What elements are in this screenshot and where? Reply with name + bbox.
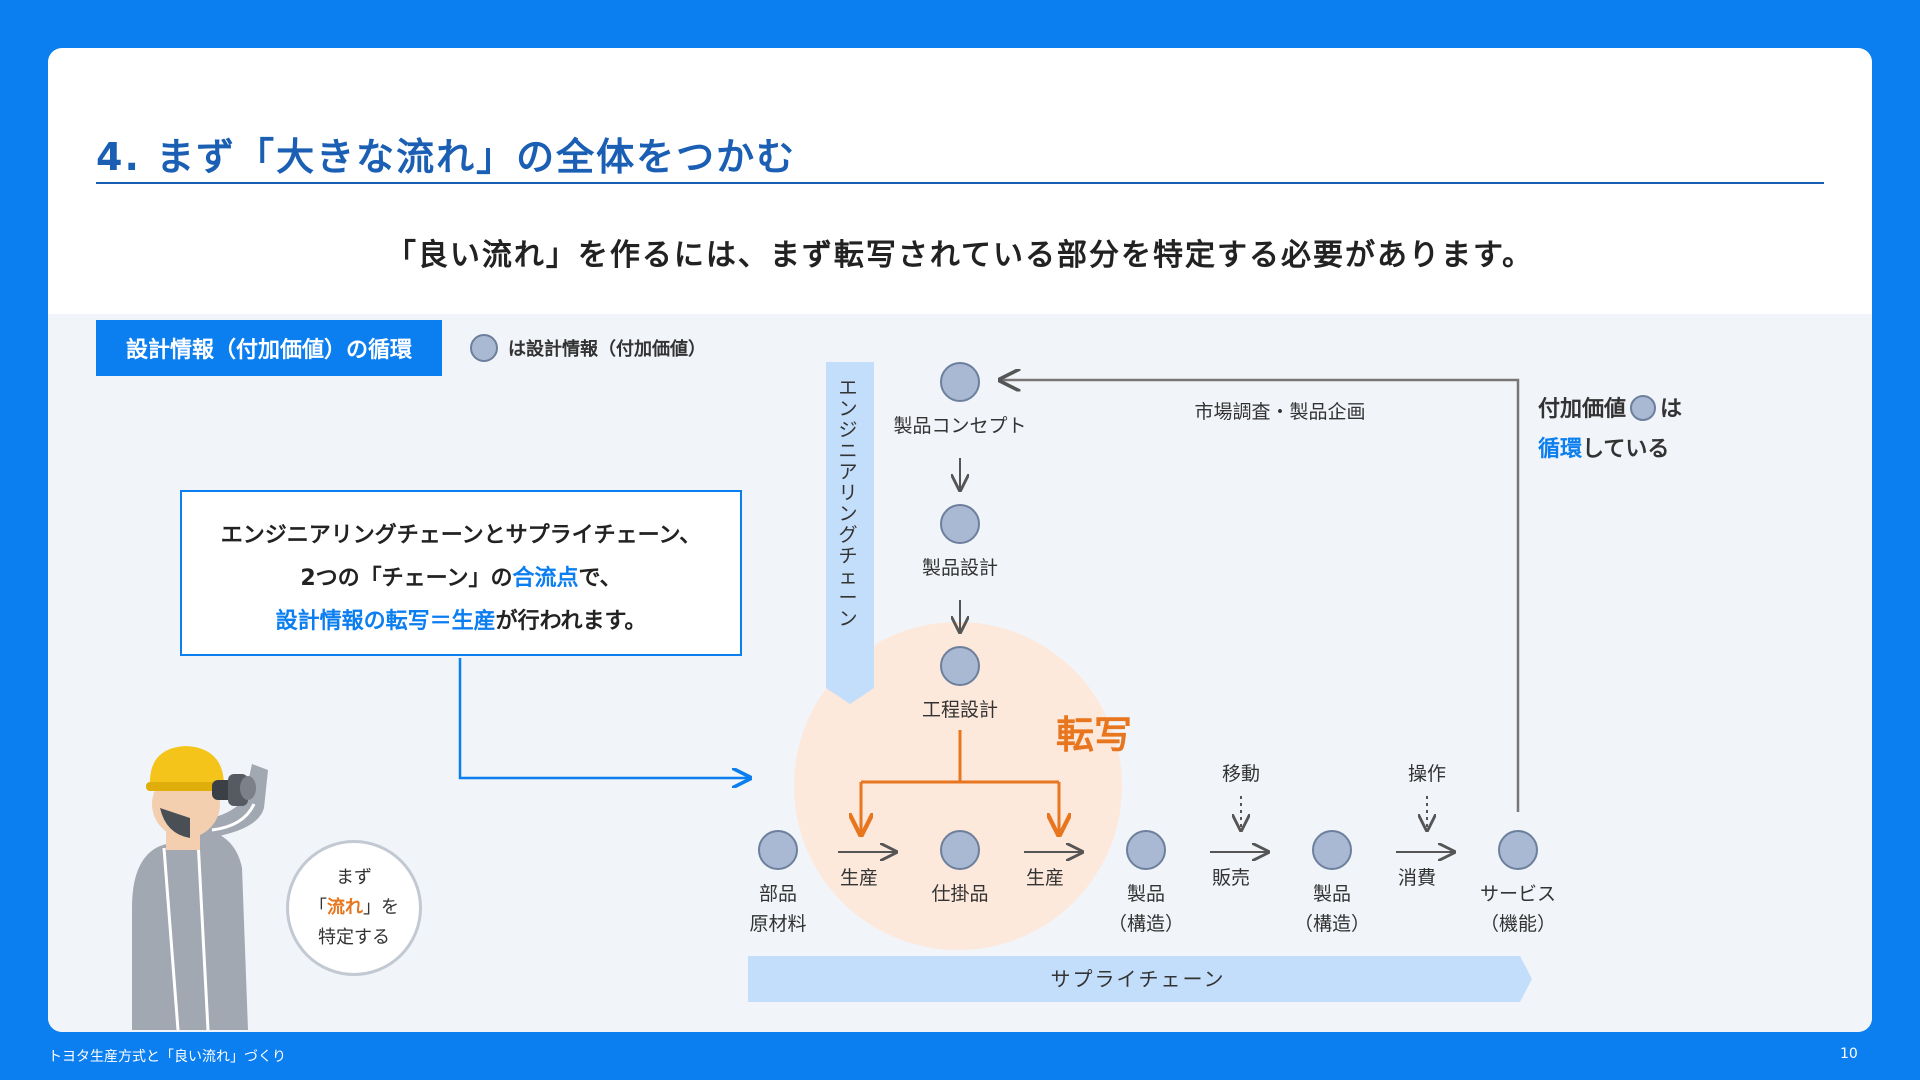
callout-line-1: エンジニアリングチェーンとサプライチェーン、 [220, 523, 702, 548]
side-note-line-2: 循環している [1538, 430, 1682, 470]
label-product-2b: （構造） [1294, 913, 1370, 935]
engineering-chain-char: ン [838, 398, 861, 420]
engineering-chain-char: ア [838, 461, 861, 483]
side-note-text: 付加価値 [1538, 397, 1627, 422]
label-consumption: 消費 [1398, 867, 1436, 889]
engineering-chain-char: エ [838, 377, 861, 399]
speech-highlight: 流れ [327, 897, 363, 918]
callout-highlight: 設計情報の転写＝生産 [275, 609, 496, 634]
callout-text: が行われます。 [495, 609, 647, 634]
speech-text: 「 [309, 897, 327, 918]
engineering-chain-char: ェ [838, 566, 861, 588]
legend: は設計情報（付加価値） [470, 334, 706, 362]
callout-text: 2つの「チェーン」の [300, 566, 513, 591]
side-note: 付加価値 は 循環している [1538, 390, 1682, 470]
flow-diagram: エンジニアリングチェーン サプライチェーン 製品コンセプト 製品設計 工程設計 … [132, 362, 1556, 1031]
label-wip: 仕掛品 [931, 883, 988, 905]
loop-back-arrow [1000, 380, 1520, 812]
worker-illustration [132, 746, 268, 1031]
page-number: 10 [1840, 1046, 1858, 1062]
node-process-design [940, 646, 980, 686]
legend-dot-icon [470, 334, 498, 362]
engineering-chain-char: グ [838, 524, 861, 546]
engineering-chain-char: ー [838, 587, 861, 609]
node-product-design [940, 504, 980, 544]
label-product-design: 製品設計 [922, 557, 998, 579]
label-product-concept: 製品コンセプト [893, 415, 1026, 437]
cycle-tag: 設計情報（付加価値）の循環 [96, 320, 442, 376]
node-service [1498, 830, 1538, 870]
label-parts-1: 部品 [759, 883, 797, 905]
transfer-zone [794, 622, 1122, 950]
supply-chain-band [748, 956, 1532, 1002]
node-product-1 [1126, 830, 1166, 870]
engineering-chain-band [826, 362, 874, 704]
label-operation: 操作 [1408, 763, 1446, 785]
callout-line-3: 設計情報の転写＝生産が行われます。 [182, 600, 740, 643]
label-product-1a: 製品 [1127, 883, 1165, 905]
callout-text: で、 [578, 566, 622, 591]
engineering-chain-char: ン [838, 608, 861, 630]
callout-line-2: 2つの「チェーン」の合流点で、 [182, 557, 740, 600]
engineering-chain-char: ジ [838, 419, 861, 441]
engineering-chain-char: リ [838, 482, 861, 504]
callout-connector [458, 658, 748, 778]
label-service-a: サービス [1480, 883, 1556, 905]
node-product-concept [940, 362, 980, 402]
speech-text: 」を [363, 897, 399, 918]
speech-line-2: 「流れ」を [289, 893, 419, 923]
label-production-2: 生産 [1026, 867, 1064, 889]
transfer-label: 転写 [1056, 713, 1132, 757]
label-sales: 販売 [1212, 867, 1250, 889]
label-product-1b: （構造） [1108, 913, 1184, 935]
supply-chain-label: サプライチェーン [1051, 967, 1226, 991]
label-movement: 移動 [1222, 763, 1260, 785]
node-wip [940, 830, 980, 870]
slide-card: 4. まず「大きな流れ」の全体をつかむ 「良い流れ」を作るには、まず転写されてい… [48, 48, 1872, 1032]
engineering-chain-label: エンジニアリングチェーン [838, 377, 861, 630]
callout-box: エンジニアリングチェーンとサプライチェーン、 2つの「チェーン」の合流点で、 設… [180, 490, 742, 656]
side-note-text: は [1660, 397, 1683, 422]
label-market-research: 市場調査・製品企画 [1194, 401, 1365, 423]
footer-title: トヨタ生産方式と「良い流れ」づくり [48, 1049, 286, 1065]
side-note-line-1: 付加価値 は [1538, 390, 1682, 430]
title-divider [96, 182, 1824, 184]
speech-line-3: 特定する [318, 927, 390, 948]
label-service-b: （機能） [1480, 913, 1556, 935]
node-product-2 [1312, 830, 1352, 870]
lead-text: 「良い流れ」を作るには、まず転写されている部分を特定する必要があります。 [385, 238, 1535, 273]
page-title: 4. まず「大きな流れ」の全体をつかむ [96, 135, 797, 179]
value-dot-icon [1630, 395, 1657, 421]
transfer-arrows [859, 730, 1061, 830]
speech-line-1: まず [336, 867, 372, 888]
engineering-chain-char: ン [838, 503, 861, 525]
label-parts-2: 原材料 [749, 913, 806, 935]
node-parts [758, 830, 798, 870]
label-production-1: 生産 [840, 867, 878, 889]
engineering-chain-char: チ [838, 545, 861, 567]
legend-text: は設計情報（付加価値） [508, 339, 706, 360]
engineering-chain-char: ニ [838, 440, 861, 462]
callout-highlight: 合流点 [512, 566, 579, 591]
speech-bubble: まず 「流れ」を 特定する [286, 840, 422, 976]
label-product-2a: 製品 [1313, 883, 1351, 905]
side-note-highlight: 循環 [1538, 437, 1583, 462]
side-note-text: している [1582, 437, 1670, 462]
label-process-design: 工程設計 [922, 699, 998, 721]
